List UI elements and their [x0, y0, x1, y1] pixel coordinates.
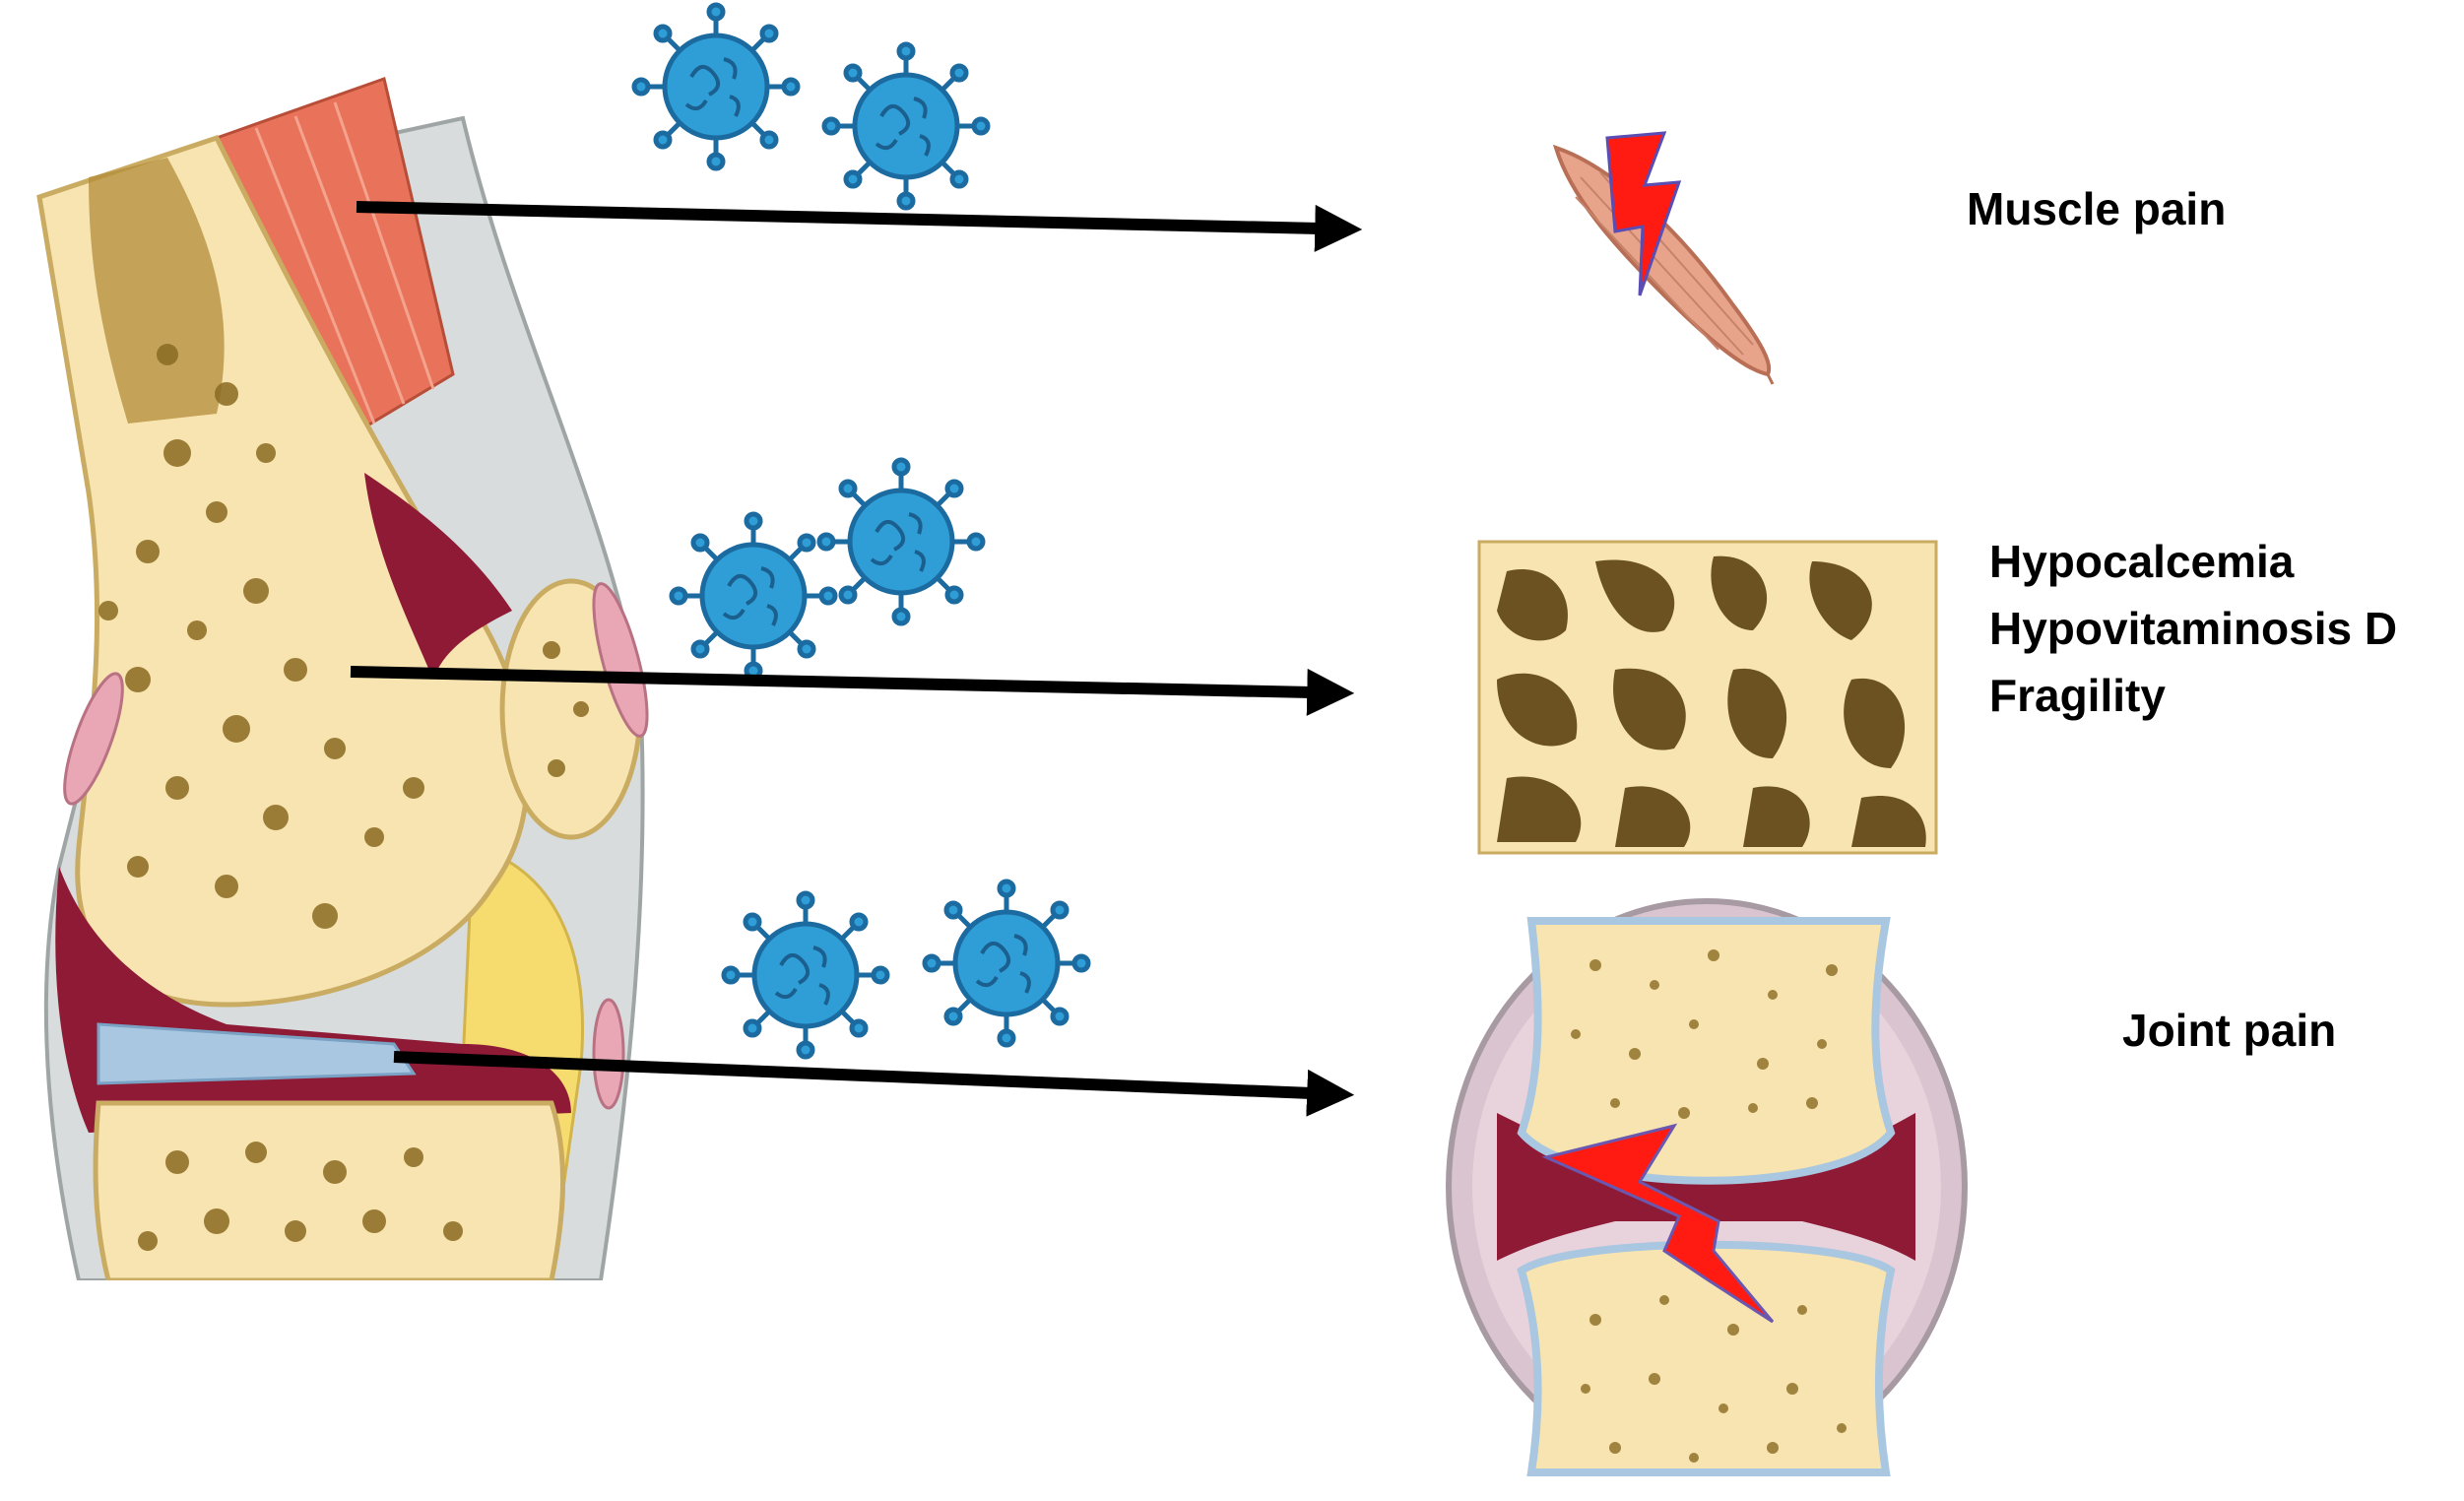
trabecular-bone-icon: [1477, 540, 1938, 855]
tibia: [93, 1100, 566, 1283]
virus-icon: [721, 890, 890, 1060]
arrow-muscle: [356, 201, 1363, 252]
arrows: [350, 201, 1363, 1117]
label-fragility: Fragility: [1989, 670, 2166, 721]
arrow-bone: [350, 666, 1355, 716]
virus-icon: [922, 879, 1091, 1048]
label-muscle-pain: Muscle pain: [1967, 183, 2227, 234]
label-hypocalcemia: Hypocalcemia: [1989, 536, 2295, 587]
virus-icon: [816, 457, 986, 626]
virus-icon: [669, 511, 838, 681]
bone-pores: [98, 344, 589, 1251]
virus-icon: [821, 41, 991, 211]
upper-bone: [1517, 917, 1896, 1185]
label-bone-effects: Hypocalcemia Hypovitaminosis D Fragility: [1989, 528, 2397, 729]
lightning-bolt-icon: [1541, 1123, 1775, 1324]
cartilage: [97, 1022, 417, 1085]
lightning-bolt-icon: [1605, 131, 1682, 296]
label-joint-pain: Joint pain: [2122, 1005, 2337, 1056]
joint-cross-section-icon: [1446, 898, 1968, 1476]
virus-icon: [631, 2, 801, 171]
viruses: [631, 2, 1091, 1060]
arrow-joint: [393, 1051, 1355, 1117]
bursa: [592, 582, 649, 738]
label-hypovitaminosis-d: Hypovitaminosis D: [1989, 603, 2398, 654]
knee-anatomy: [0, 77, 689, 1320]
